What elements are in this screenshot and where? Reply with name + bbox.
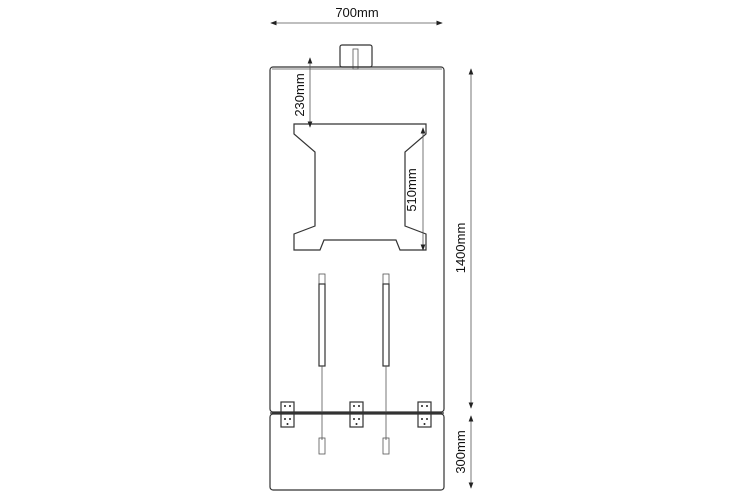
height-dimension: 1400mm	[453, 68, 474, 409]
top-offset-label: 230mm	[292, 73, 307, 116]
top-mount-bracket	[339, 44, 373, 70]
lower-panel-dimension: 300mm	[453, 415, 474, 489]
cutout-height-dimension: 510mm	[404, 127, 426, 251]
hinge-left	[280, 401, 295, 428]
top-offset-dimension: 230mm	[292, 57, 313, 128]
lower-panel	[269, 413, 445, 491]
width-label: 700mm	[335, 5, 378, 20]
height-label: 1400mm	[453, 223, 468, 274]
cutout-height-label: 510mm	[404, 168, 419, 211]
panel-cutout	[293, 123, 427, 251]
hinge-center	[349, 401, 364, 428]
main-panel	[269, 66, 445, 413]
gas-strut-left	[318, 273, 326, 455]
gas-strut-right	[382, 273, 390, 455]
hinge-right	[417, 401, 432, 428]
width-dimension: 700mm	[270, 5, 443, 26]
lower-panel-label: 300mm	[453, 430, 468, 473]
